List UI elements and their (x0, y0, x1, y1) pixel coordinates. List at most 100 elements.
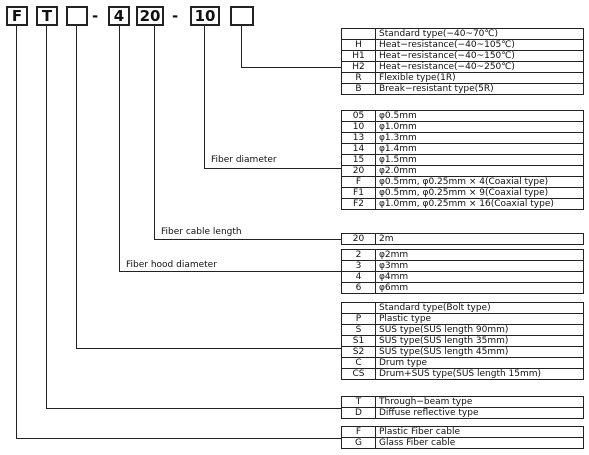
connector-line (154, 26, 155, 240)
code-cell: H2 (341, 61, 376, 73)
description-cell: φ2mm (375, 249, 584, 261)
connector-line (46, 408, 341, 409)
connector-line (16, 26, 17, 439)
description-cell: φ3mm (375, 260, 584, 272)
description-cell: Break−resistant type(5R) (375, 83, 584, 95)
code-cell: 20 (341, 165, 376, 177)
description-cell: Drum type (375, 357, 584, 369)
connector-line (241, 67, 341, 68)
code-cell: S1 (341, 335, 376, 347)
table-row: Standard type(−40~70℃) (341, 28, 584, 40)
fiber-type-box: F (6, 6, 28, 26)
code-cell: T (341, 396, 376, 408)
description-cell: φ0.5mm, φ0.25mm × 9(Coaxial type) (375, 187, 584, 199)
code-cell: 13 (341, 132, 376, 144)
description-cell: Plastic Fiber cable (375, 426, 584, 438)
fiber-diameter-label: Fiber diameter (211, 155, 277, 165)
head-shape-box (66, 6, 88, 26)
code-cell: H1 (341, 50, 376, 62)
code-cell: 15 (341, 154, 376, 166)
connector-line (204, 168, 341, 169)
sensing-type-box: T (36, 6, 58, 26)
code-cell: CS (341, 368, 376, 380)
description-cell: Through−beam type (375, 396, 584, 408)
description-cell: Plastic type (375, 313, 584, 325)
connector-line (119, 271, 341, 272)
code-cell: S2 (341, 346, 376, 358)
description-cell: Diffuse reflective type (375, 407, 584, 419)
code-cell: B (341, 83, 376, 95)
code-cell: 20 (341, 233, 376, 245)
description-cell: Flexible type(1R) (375, 72, 584, 84)
description-cell: 2m (375, 233, 584, 245)
code-cell (341, 302, 376, 314)
code-cell: D (341, 407, 376, 419)
description-cell: Glass Fiber cable (375, 437, 584, 449)
code-cell: 2 (341, 249, 376, 261)
code-cell: H (341, 39, 376, 51)
connector-line (119, 26, 120, 272)
connector-line (76, 26, 77, 349)
cable-length-box: 20 (136, 6, 164, 26)
table-row: Standard type(Bolt type) (341, 302, 584, 314)
description-cell: SUS type(SUS length 35mm) (375, 335, 584, 347)
description-cell: Drum+SUS type(SUS length 15mm) (375, 368, 584, 380)
connector-line (154, 239, 341, 240)
code-cell: C (341, 357, 376, 369)
connector-line (16, 438, 341, 439)
connector-line (46, 26, 47, 409)
description-cell: Heat−resistance(−40~105℃) (375, 39, 584, 51)
fiber-cable-length-label: Fiber cable length (161, 227, 242, 237)
description-cell: φ1.4mm (375, 143, 584, 155)
description-cell: Standard type(−40~70℃) (375, 28, 584, 40)
fiber-diameter-box: 10 (190, 6, 220, 26)
connector-line (76, 348, 341, 349)
code-cell (341, 28, 376, 40)
description-cell: φ2.0mm (375, 165, 584, 177)
code-cell: 10 (341, 121, 376, 133)
description-cell: Standard type(Bolt type) (375, 302, 584, 314)
connector-line (204, 26, 205, 169)
code-cell: 3 (341, 260, 376, 272)
code-cell: 05 (341, 110, 376, 122)
connector-line (241, 26, 242, 68)
description-cell: SUS type(SUS length 90mm) (375, 324, 584, 336)
description-cell: φ1.5mm (375, 154, 584, 166)
description-cell: Heat−resistance(−40~250℃) (375, 61, 584, 73)
separator-dash: - (92, 7, 99, 25)
code-cell: P (341, 313, 376, 325)
description-cell: Heat−resistance(−40~150℃) (375, 50, 584, 62)
separator-dash: - (172, 7, 179, 25)
code-cell: 6 (341, 282, 376, 294)
code-cell: G (341, 437, 376, 449)
